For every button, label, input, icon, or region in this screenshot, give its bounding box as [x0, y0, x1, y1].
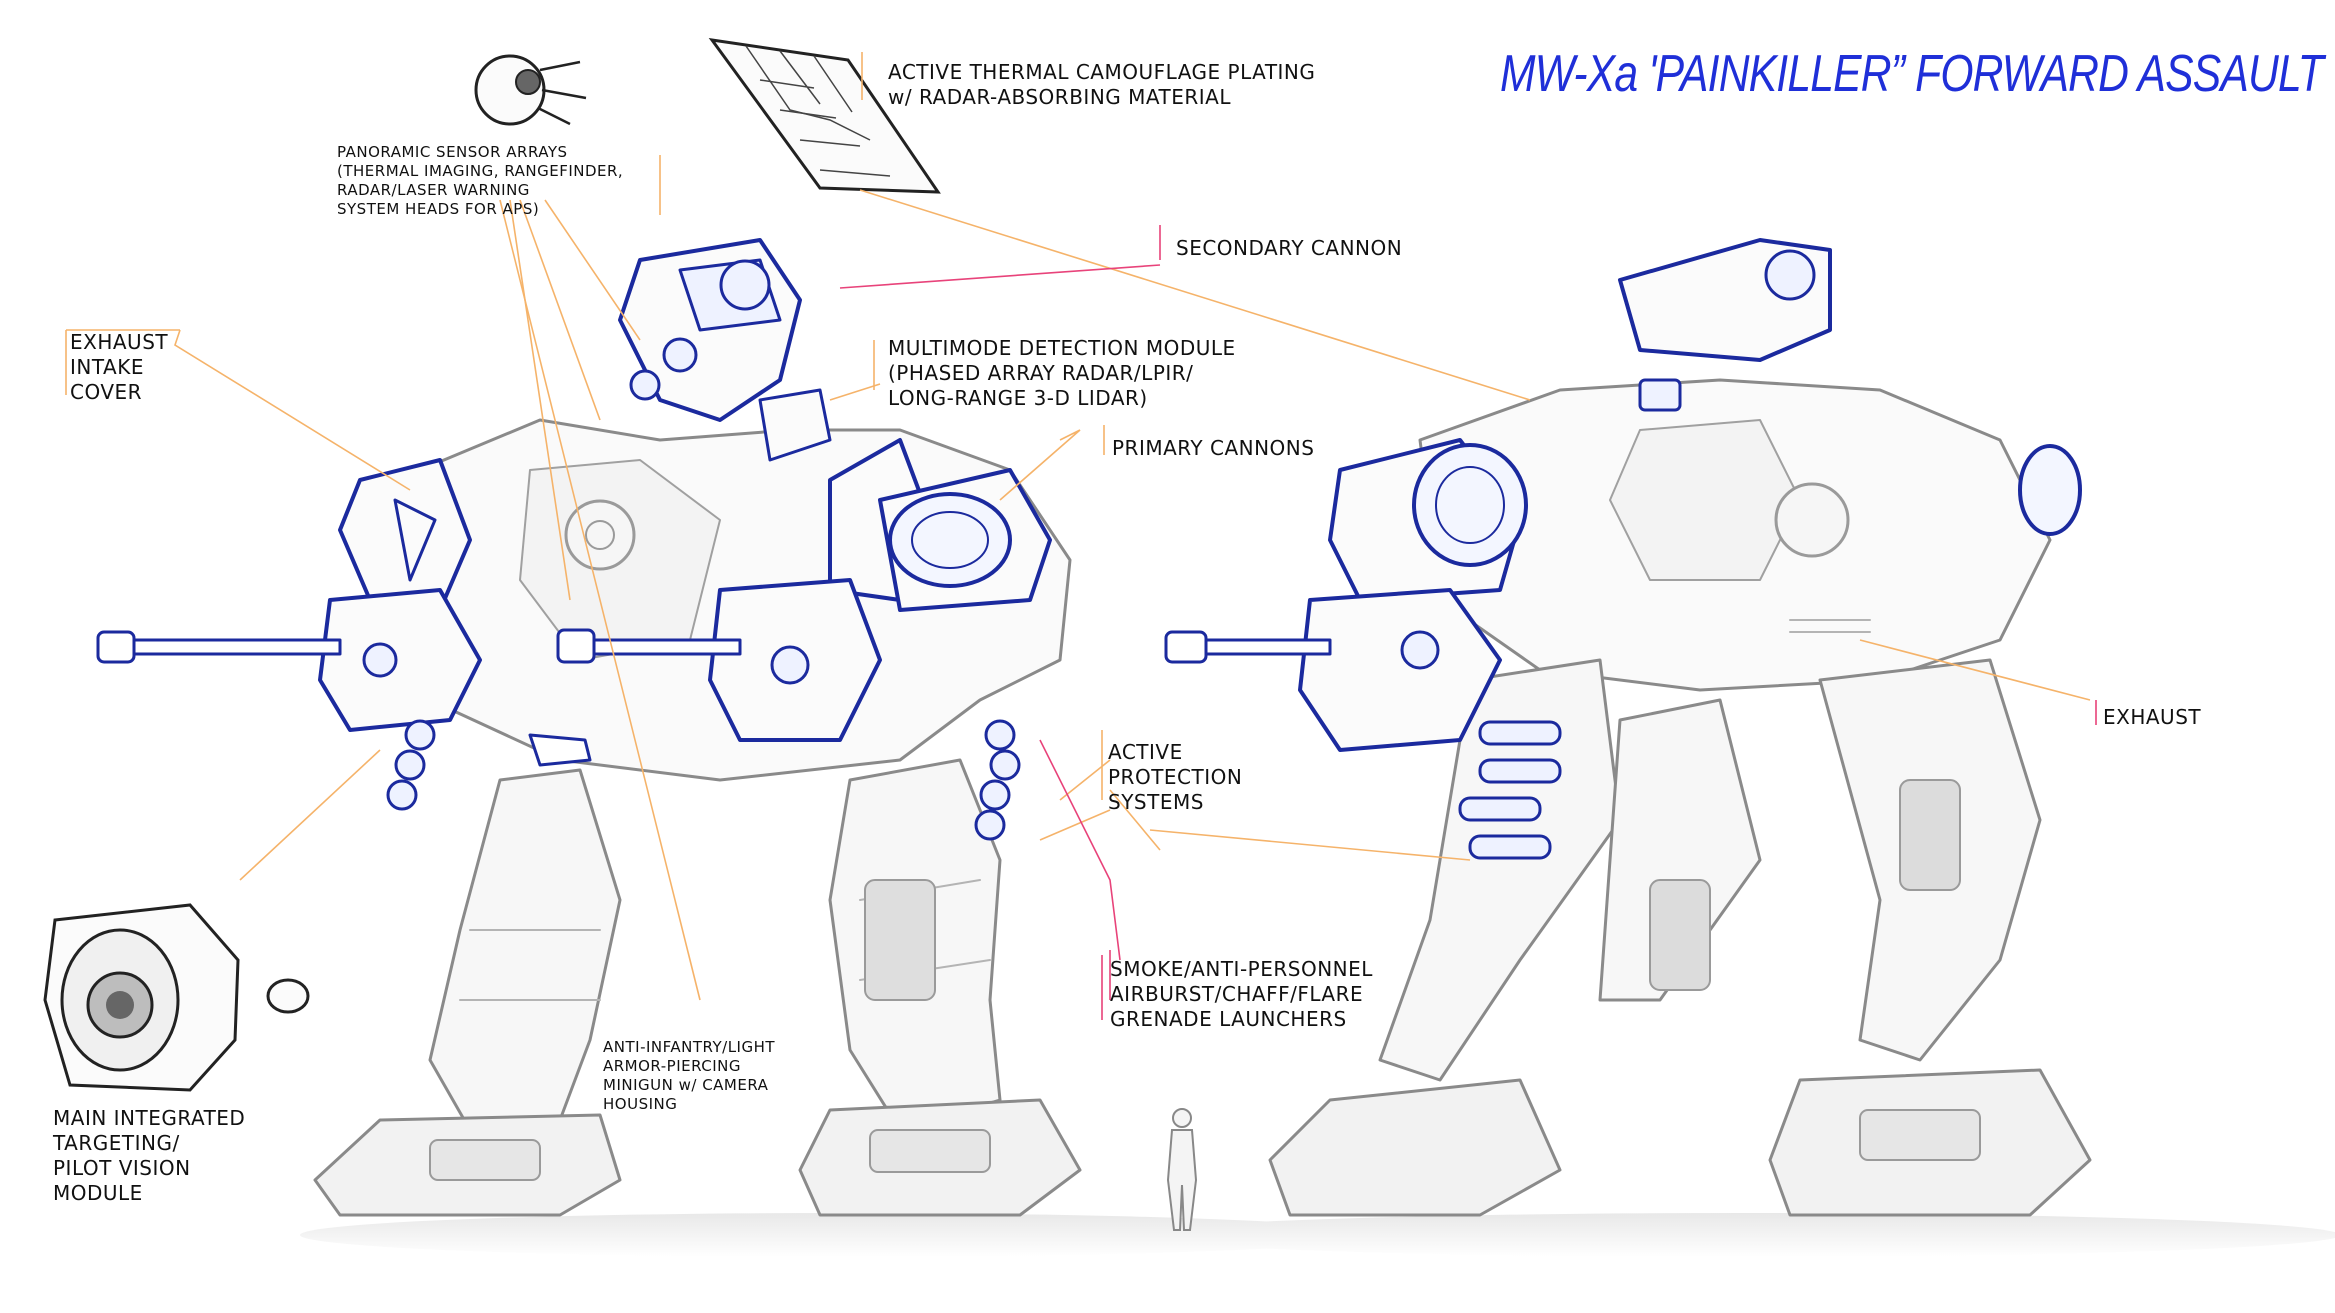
- mech-front-view: [96, 238, 1082, 1217]
- targeting-module-icon: [43, 903, 310, 1092]
- thermal-camo-label: ACTIVE THERMAL CAMOUFLAGE PLATING w/ RAD…: [888, 60, 1316, 109]
- thermal-camo-plating-icon: [708, 37, 941, 194]
- sensor-arrays-label: PANORAMIC SENSOR ARRAYS (THERMAL IMAGING…: [337, 143, 624, 218]
- mech-rear-view: [1164, 238, 2092, 1217]
- primary-cannons-label: PRIMARY CANNONS: [1112, 436, 1315, 460]
- active-protection-label: ACTIVE PROTECTION SYSTEMS: [1108, 740, 1243, 814]
- exhaust-label: EXHAUST: [2103, 705, 2202, 729]
- sensor-array-icon: [474, 54, 587, 126]
- label-ticks: [65, 52, 2097, 1020]
- grenade-launchers-label: SMOKE/ANTI-PERSONNEL AIRBURST/CHAFF/FLAR…: [1110, 957, 1373, 1031]
- secondary-cannon-label: SECONDARY CANNON: [1176, 236, 1403, 260]
- ground-shadow: [300, 1213, 2335, 1257]
- targeting-module-label: MAIN INTEGRATED TARGETING/ PILOT VISION …: [53, 1106, 246, 1205]
- page-title: MW-Xa 'PAINKILLER” FORWARD ASSAULT UNIT: [1500, 45, 2335, 103]
- leader-lines: [174, 189, 2091, 1001]
- minigun-label: ANTI-INFANTRY/LIGHT ARMOR-PIERCING MINIG…: [603, 1038, 776, 1113]
- human-scale-figure: [1166, 1108, 1198, 1231]
- exhaust-intake-cover-label: EXHAUST INTAKE COVER: [70, 330, 169, 404]
- detection-module-label: MULTIMODE DETECTION MODULE (PHASED ARRAY…: [888, 336, 1236, 410]
